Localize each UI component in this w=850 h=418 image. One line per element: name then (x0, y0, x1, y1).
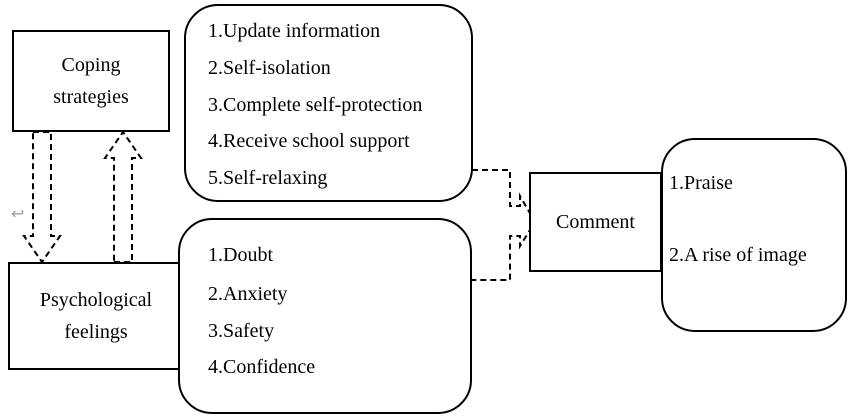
psychological-feelings-title-line1: Psychological (39, 289, 153, 311)
psychological-feelings-box: Psychological feelings (8, 262, 184, 370)
arrow-lists-to-comment (472, 169, 537, 281)
coping-item-5: 5.Self-relaxing (208, 167, 328, 189)
coping-strategies-box: Coping strategies (12, 30, 170, 132)
coping-strategies-title-line2: strategies (53, 86, 129, 108)
psych-item-3: 3.Safety (208, 320, 275, 342)
coping-item-4: 4.Receive school support (208, 130, 410, 152)
psych-item-2: 2.Anxiety (208, 283, 288, 305)
coping-strategies-title-line1: Coping (61, 54, 121, 76)
comment-item-1: 1.Praise (669, 172, 733, 194)
comment-item-2: 2.A rise of image (669, 244, 807, 266)
psych-item-4: 4.Confidence (208, 356, 316, 378)
coping-item-2: 2.Self-isolation (208, 57, 331, 79)
psychological-feelings-list-box: 1.Doubt 2.Anxiety 3.Safety 4.Confidence (178, 218, 472, 414)
comment-box: Comment (529, 172, 662, 272)
psych-item-1: 1.Doubt (208, 244, 273, 266)
psychological-feelings-title-line2: feelings (64, 321, 128, 343)
coping-item-1: 1.Update information (208, 20, 381, 42)
comment-list-box: 1.Praise 2.A rise of image (661, 138, 847, 332)
coping-item-3: 3.Complete self-protection (208, 94, 423, 116)
comment-title: Comment (556, 211, 635, 233)
coping-strategies-list-box: 1.Update information 2.Self-isolation 3.… (184, 4, 473, 202)
arrow-down-coping-to-psych (22, 131, 62, 264)
return-mark-icon: ↩ (11, 204, 25, 223)
arrow-up-psych-to-coping (103, 130, 143, 263)
